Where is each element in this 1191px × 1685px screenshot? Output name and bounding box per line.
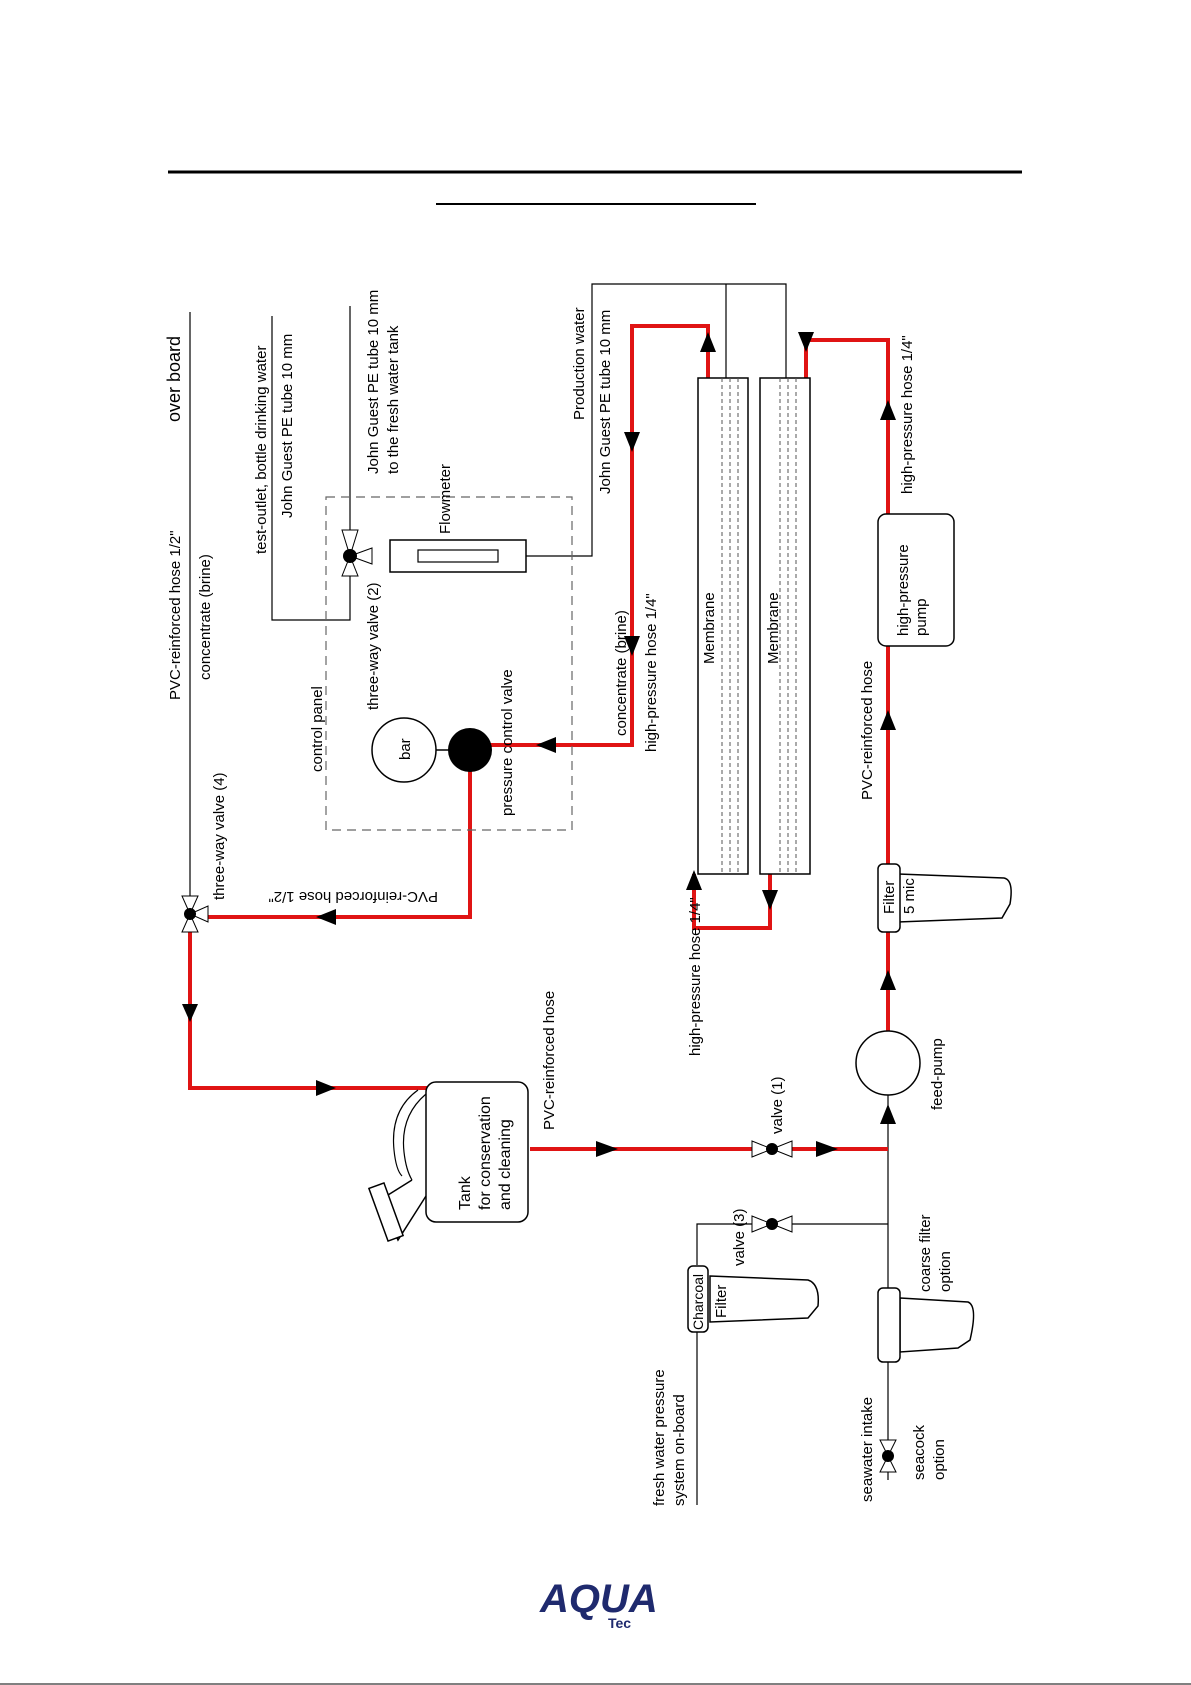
thin-lines bbox=[189, 283, 889, 1505]
membrane-2 bbox=[759, 377, 811, 875]
valve-1 bbox=[751, 1140, 793, 1158]
label-pvc-hose-right: PVC-reinforced hose bbox=[859, 661, 876, 800]
aquatec-logo: AQUA Tec bbox=[539, 1577, 658, 1631]
label-coarse-filter-1: coarse filter bbox=[917, 1214, 934, 1292]
label-charcoal-filter: Filter bbox=[713, 1285, 730, 1318]
label-seacock-1: seacock bbox=[911, 1424, 928, 1480]
label-bar: bar bbox=[397, 738, 414, 760]
logo-main: AQUA bbox=[539, 1577, 658, 1621]
label-production-water: Production water bbox=[571, 307, 588, 420]
label-seacock-2: option bbox=[931, 1439, 948, 1480]
pressure-control-valve bbox=[448, 728, 492, 772]
charcoal-filter bbox=[687, 1265, 820, 1333]
label-hp-hose-right: high-pressure hose 1/4" bbox=[899, 335, 916, 494]
high-pressure-pump bbox=[877, 513, 955, 647]
label-hp-pump-1: high-pressure bbox=[895, 544, 912, 636]
label-pvc-half-mid: PVC-reinforced hose 1/2" bbox=[268, 888, 438, 905]
diagram-labels: over board PVC-reinforced hose 1/2" conc… bbox=[164, 290, 954, 1506]
label-tank-3: and cleaning bbox=[497, 1119, 514, 1210]
three-way-valve-2 bbox=[341, 529, 373, 577]
label-over-board: over board bbox=[164, 336, 184, 422]
label-membrane-2: Membrane bbox=[765, 592, 782, 664]
label-charcoal: Charcoal bbox=[690, 1274, 706, 1330]
label-valve-3: valve (3) bbox=[731, 1208, 748, 1266]
three-way-valve-4 bbox=[181, 895, 209, 933]
label-fresh-water-1: fresh water pressure bbox=[651, 1369, 668, 1506]
flow-arrows bbox=[182, 332, 896, 1157]
label-pvc-half-top: PVC-reinforced hose 1/2" bbox=[167, 530, 184, 700]
label-seawater-intake: seawater intake bbox=[859, 1397, 876, 1502]
label-test-outlet: test-outlet, bottle drinking water bbox=[253, 346, 270, 554]
label-hp-hose-mid: high-pressure hose 1/4" bbox=[643, 593, 660, 752]
label-jg-tube-prod: John Guest PE tube 10 mm bbox=[597, 310, 614, 494]
label-pressure-control-valve: pressure control valve bbox=[499, 669, 516, 816]
label-valve-1: valve (1) bbox=[769, 1076, 786, 1134]
label-pvc-hose-tank: PVC-reinforced hose bbox=[541, 991, 558, 1130]
logo-sub: Tec bbox=[608, 1615, 631, 1631]
filter-5mic bbox=[877, 863, 1012, 933]
valve-3 bbox=[751, 1215, 793, 1233]
membrane-1 bbox=[697, 377, 749, 875]
label-tank-1: Tank bbox=[457, 1175, 474, 1210]
label-membrane-1: Membrane bbox=[701, 592, 718, 664]
conservation-tank bbox=[367, 1081, 529, 1243]
seacock-valve bbox=[879, 1439, 897, 1473]
label-concentrate-top: concentrate (brine) bbox=[197, 554, 214, 680]
label-concentrate-mid: concentrate (brine) bbox=[613, 610, 630, 736]
feed-pump bbox=[855, 1030, 921, 1096]
label-hp-pump-2: pump bbox=[913, 598, 930, 636]
label-three-way-valve-2: three-way valve (2) bbox=[365, 582, 382, 710]
label-fresh-water-2: system on-board bbox=[671, 1394, 688, 1506]
label-jg-tube-tank-1: John Guest PE tube 10 mm bbox=[365, 290, 382, 474]
label-tank-2: for conservation bbox=[477, 1096, 494, 1210]
label-hp-hose-bottom: high-pressure hose 1/4" bbox=[687, 897, 704, 1056]
label-filter-5mic-2: 5 mic bbox=[901, 878, 918, 914]
flowmeter bbox=[389, 539, 527, 573]
label-jg-tube-test: John Guest PE tube 10 mm bbox=[279, 334, 296, 518]
label-control-panel: control panel bbox=[309, 686, 326, 772]
label-three-way-valve-4: three-way valve (4) bbox=[211, 772, 228, 900]
label-jg-tube-tank-2: to the fresh water tank bbox=[385, 325, 402, 474]
label-coarse-filter-2: option bbox=[937, 1251, 954, 1292]
control-panel-box bbox=[325, 496, 573, 831]
coarse-filter bbox=[877, 1287, 975, 1363]
label-flowmeter: Flowmeter bbox=[437, 464, 454, 534]
label-feed-pump: feed-pump bbox=[929, 1038, 946, 1110]
label-filter-5mic-1: Filter bbox=[881, 881, 898, 914]
